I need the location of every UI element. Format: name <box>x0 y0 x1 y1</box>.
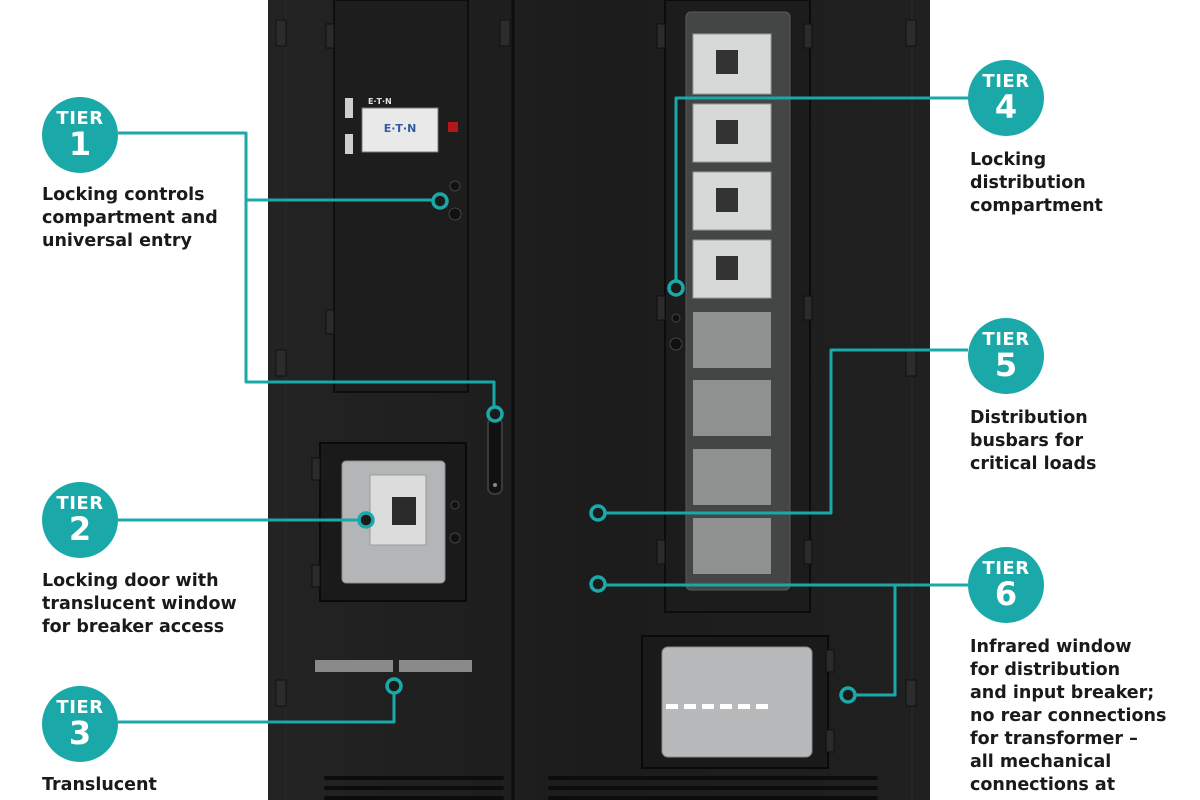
tier-6-badge: TIER 6 <box>968 547 1044 623</box>
tier-1-description: Locking controls compartment and univers… <box>42 185 218 251</box>
tier-2-label: TIER <box>56 493 104 514</box>
door-hinges <box>275 19 917 707</box>
tier-5-leader-line <box>603 348 968 515</box>
tier-5-number: 5 <box>994 346 1018 384</box>
distribution-compartment <box>664 0 811 613</box>
eaton-top-logo: E·T·N <box>368 97 392 106</box>
tier-1-label: TIER <box>56 108 104 129</box>
controls-compartment-hinges <box>325 23 335 335</box>
tier-4-badge: TIER 4 <box>968 60 1044 136</box>
translucent-strip <box>315 660 393 672</box>
tier-5-label: TIER <box>982 329 1030 350</box>
tier-4-number: 4 <box>994 88 1018 126</box>
translucent-strip <box>399 660 472 672</box>
tier-2-callout-point <box>357 511 375 529</box>
eaton-display-panel <box>361 107 439 153</box>
tier-3-number: 3 <box>68 714 92 752</box>
tier-6-number: 6 <box>994 575 1018 613</box>
ventilation-slots <box>324 776 878 800</box>
status-light <box>448 122 458 132</box>
tier-2-number: 2 <box>68 510 92 548</box>
tier-4-label: TIER <box>982 71 1030 92</box>
tier-1-badge: TIER 1 <box>42 97 118 173</box>
tier-1-leader-line <box>118 131 496 410</box>
tier-3-label: TIER <box>56 697 104 718</box>
tier-4-leader-line <box>674 96 968 283</box>
tier-6-callout-point <box>839 686 857 704</box>
tier-5-callout-point <box>589 504 607 522</box>
distribution-breakers <box>692 33 772 574</box>
infrared-window <box>661 646 813 758</box>
control-knob <box>448 207 462 221</box>
tier-3-badge: TIER 3 <box>42 686 118 762</box>
breaker-handle <box>392 497 416 525</box>
tier-5-description: Distribution busbars for critical loads <box>970 408 1097 474</box>
tier-1-callout-point <box>486 405 504 423</box>
tier-4-description: Locking distribution compartment <box>970 150 1103 216</box>
universal-entry-handle <box>487 417 503 495</box>
eaton-display-logo: E·T·N <box>384 122 417 135</box>
tier-3-description: Translucent <box>42 775 157 795</box>
controls-compartment <box>333 0 469 393</box>
tier-1-number: 1 <box>68 125 92 163</box>
tier-6-label: TIER <box>982 558 1030 579</box>
tier-2-badge: TIER 2 <box>42 482 118 558</box>
tier-1-callout-point <box>431 192 449 210</box>
tier-5-badge: TIER 5 <box>968 318 1044 394</box>
tier-6-description: Infrared window for distribution and inp… <box>970 637 1167 795</box>
tier-6-leader-line-branch <box>854 585 897 697</box>
tier-3-leader-line <box>118 690 396 724</box>
tier-4-callout-point <box>667 279 685 297</box>
control-knob <box>449 180 461 192</box>
tier-3-callout-point <box>385 677 403 695</box>
tier-6-callout-point <box>589 575 607 593</box>
tier-2-description: Locking door with translucent window for… <box>42 571 237 637</box>
